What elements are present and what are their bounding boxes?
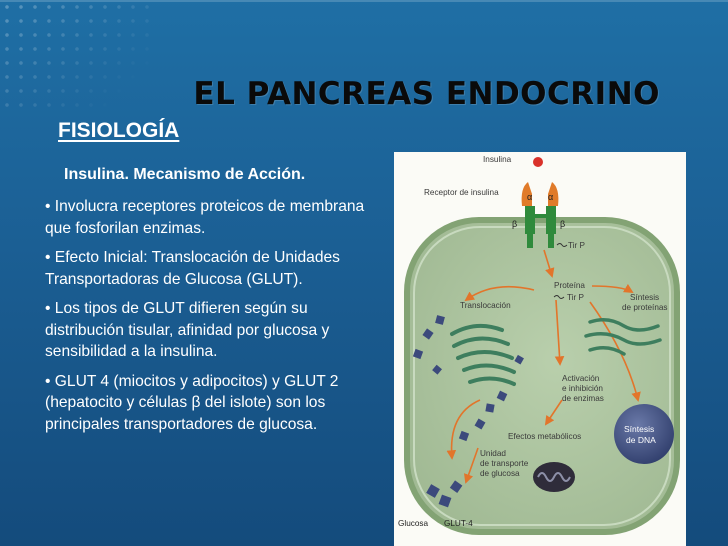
beta-left: β <box>512 219 517 229</box>
insulin-mechanism-figure: Insulina Receptor de insulina α α β β Ti… <box>394 152 686 546</box>
label-activacion-3: de enzimas <box>562 394 604 403</box>
label-unidad-1: Unidad <box>480 449 506 458</box>
mitochondrion <box>533 462 575 492</box>
insulin-molecule <box>533 157 543 167</box>
label-translocacion: Translocación <box>460 301 511 310</box>
insulin-receptor <box>521 182 559 248</box>
page-title: EL PANCREAS ENDOCRINO <box>193 76 660 112</box>
arrow-receptor-protein <box>543 249 555 278</box>
alpha-left: α <box>527 192 532 202</box>
vesicles <box>412 315 524 442</box>
label-sintesis-dna-1: Síntesis <box>624 424 654 434</box>
endoplasmic-reticulum <box>584 318 662 356</box>
label-tir-p: Tir P <box>568 241 586 250</box>
label-sintesis-prot-1: Síntesis <box>630 293 659 302</box>
label-activacion-1: Activación <box>562 374 600 383</box>
label-receptor: Receptor de insulina <box>424 188 499 197</box>
bullet-item: • Efecto Inicial: Translocación de Unida… <box>45 249 340 288</box>
label-sintesis-dna-2: de DNA <box>626 435 656 445</box>
arrow-to-membrane <box>446 399 481 460</box>
label-proteina-tirp: Tir P <box>567 293 585 302</box>
dot-pattern-decoration <box>0 0 150 110</box>
arrow-to-synthesis <box>591 283 634 293</box>
glut4-transporter <box>426 480 463 508</box>
subtitle: Insulina. Mecanismo de Acción. <box>64 166 306 183</box>
protein-squiggle <box>553 295 565 299</box>
arrow-to-glut <box>464 447 479 484</box>
section-title: FISIOLOGÍA <box>58 119 180 142</box>
bullet-item: • Involucra receptores proteicos de memb… <box>45 198 365 237</box>
label-efectos: Efectos metabólicos <box>508 432 581 441</box>
label-sintesis-prot-2: de proteínas <box>622 303 668 312</box>
label-glut4: GLUT-4 <box>444 519 473 528</box>
arrow-to-activation <box>554 299 565 366</box>
beta-right: β <box>560 219 565 229</box>
bullet-item: • Los tipos de GLUT difieren según su di… <box>45 300 330 360</box>
nucleus <box>614 404 674 464</box>
label-proteina: Proteína <box>554 281 585 290</box>
label-activacion-2: e inhibición <box>562 384 603 393</box>
bullet-list: • Involucra receptores proteicos de memb… <box>45 196 385 443</box>
figure-svg: Insulina Receptor de insulina α α β β Ti… <box>398 155 680 535</box>
top-divider <box>0 0 728 2</box>
label-unidad-2: de transporte <box>480 459 529 468</box>
arrow-to-metabolic <box>544 399 563 426</box>
label-unidad-3: de glucosa <box>480 469 520 478</box>
label-glucosa: Glucosa <box>398 519 428 528</box>
bullet-item: • GLUT 4 (miocitos y adipocitos) y GLUT … <box>45 372 339 433</box>
cell-inner-membrane <box>413 226 671 526</box>
label-insulina: Insulina <box>483 155 512 164</box>
golgi-apparatus <box>450 323 516 386</box>
alpha-right: α <box>548 192 553 202</box>
phosphate-squiggle <box>556 243 568 247</box>
arrow-to-translocation <box>464 285 535 302</box>
